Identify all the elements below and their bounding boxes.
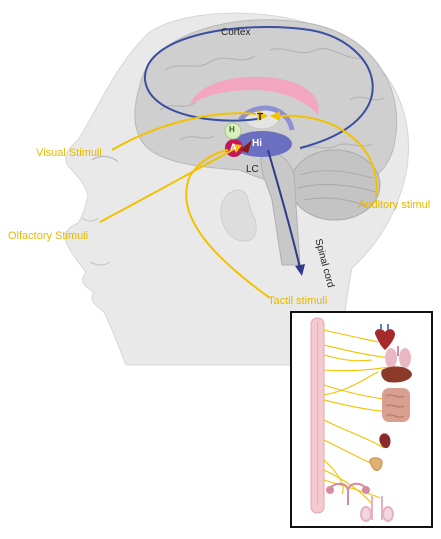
visual-stimuli-label: Visual Stimuli	[36, 148, 102, 159]
amygdala-label: A	[230, 143, 237, 152]
intestines-icon	[382, 388, 410, 422]
hypothalamus-label: H	[229, 126, 235, 134]
hippocampus-label: Hi	[252, 139, 262, 149]
tactile-stimuli-label: Tactil stimuli	[268, 296, 327, 307]
auditory-stimuli-label: Auditory stimul	[358, 200, 430, 211]
locus-coeruleus-label: LC	[246, 165, 259, 175]
thalamus-label: T	[257, 113, 263, 123]
olfactory-stimuli-label: Olfactory Stimuli	[8, 231, 88, 242]
cortex-label: Cortex	[221, 28, 250, 38]
